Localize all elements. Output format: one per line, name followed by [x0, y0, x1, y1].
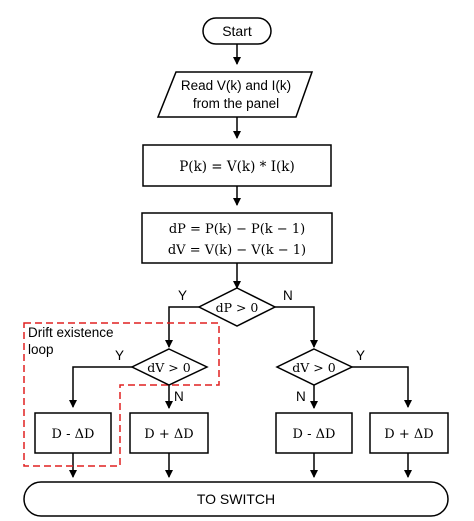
box-d-minus-right: [275, 412, 353, 454]
drift-label-line1: Drift existence: [28, 325, 114, 340]
decision-dv-right-no: N: [296, 389, 306, 404]
decision-dv-right-yes: Y: [356, 348, 365, 363]
box-d-plus-right: [369, 412, 449, 454]
drift-loop-border: [23, 322, 220, 467]
box-d-plus-left-label: D + ΔD: [144, 427, 193, 442]
power-box: [142, 144, 332, 187]
arrow-dp-no: [275, 306, 318, 348]
switch-label: TO SWITCH: [197, 491, 275, 507]
decision-dp-yes: Y: [178, 288, 187, 303]
arrow-right-dv-yes: [352, 366, 412, 408]
start-terminator: [202, 17, 272, 45]
start-label: Start: [222, 23, 252, 39]
read-input-shape: [156, 71, 314, 118]
drift-label-line2: loop: [28, 342, 54, 357]
box-d-plus-right-label: D + ΔD: [384, 427, 433, 442]
switch-terminator: [23, 481, 449, 517]
decision-dp-label: dP > 0: [216, 300, 259, 315]
arrow-left-dv-yes: [69, 366, 132, 408]
decision-dv-left-yes: Y: [115, 348, 124, 363]
delta-box: [141, 212, 333, 264]
decision-dv-right: [275, 348, 354, 386]
decision-dv-right-label: dV > 0: [292, 360, 335, 375]
box-d-minus-left: [34, 412, 112, 454]
decision-dv-left-no: N: [174, 389, 184, 404]
delta-line2: dV = V(k) − V(k − 1): [168, 243, 306, 258]
power-formula: P(k) = V(k) * I(k): [179, 159, 295, 175]
decision-dp: [197, 287, 277, 327]
box-d-minus-right-label: D - ΔD: [293, 427, 336, 442]
decision-dp-no: N: [283, 288, 293, 303]
delta-line1: dP = P(k) − P(k − 1): [169, 222, 305, 237]
decision-dv-left-label: dV > 0: [147, 360, 190, 375]
decision-dv-left: [130, 348, 209, 386]
connectors: [69, 44, 412, 478]
arrow-dp-yes: [165, 306, 199, 348]
read-line1: Read V(k) and I(k): [181, 78, 291, 93]
box-d-plus-left: [129, 412, 209, 454]
box-d-minus-left-label: D - ΔD: [52, 427, 95, 442]
read-line2: from the panel: [193, 96, 279, 111]
